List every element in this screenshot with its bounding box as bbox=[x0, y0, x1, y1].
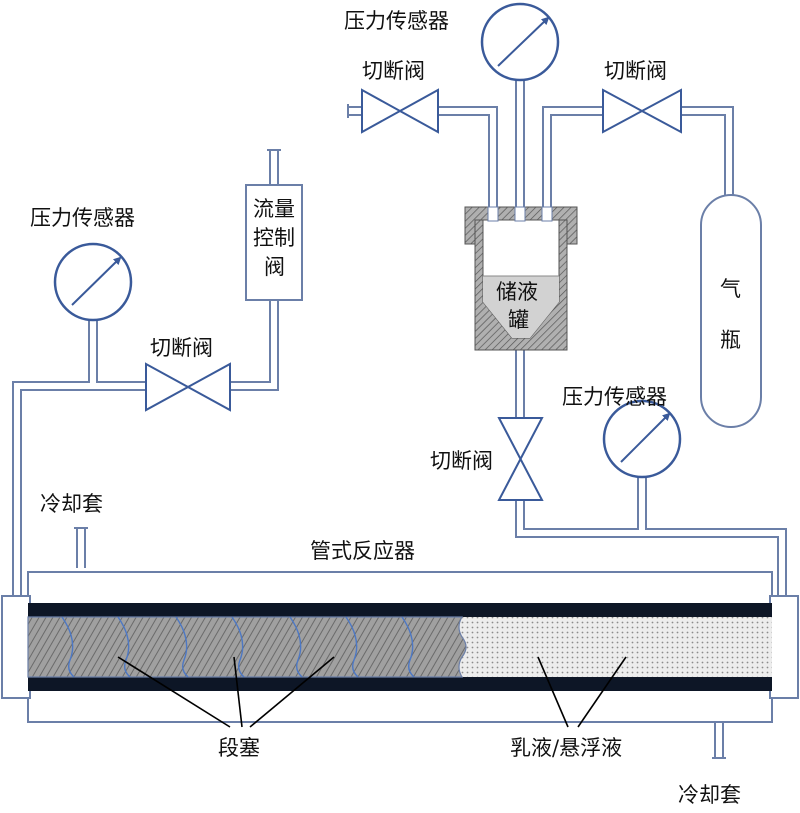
tank-lid-stub bbox=[514, 206, 526, 222]
storage-tank bbox=[464, 206, 578, 351]
flow-control-valve bbox=[245, 184, 303, 301]
reactor-end-cap-left bbox=[1, 595, 31, 699]
label-reactor: 管式反应器 bbox=[310, 539, 415, 563]
label-valve-middle: 切断阀 bbox=[430, 449, 493, 473]
label-tank-line-2: 罐 bbox=[508, 308, 529, 332]
tube-wall-bottom bbox=[28, 677, 772, 691]
label-valve-top-left: 切断阀 bbox=[362, 59, 425, 83]
valve-icon bbox=[497, 417, 544, 501]
label-gas-bottle-line-1: 气 bbox=[720, 277, 741, 301]
label-valve-left: 切断阀 bbox=[150, 336, 213, 360]
label-tank-line-1: 储液 bbox=[496, 280, 538, 304]
valve-icon bbox=[361, 88, 439, 134]
gauge-icon bbox=[480, 2, 560, 82]
label-pressure-sensor-left: 压力传感器 bbox=[30, 206, 135, 230]
gas-bottle bbox=[700, 194, 762, 428]
tubular-reactor bbox=[1, 571, 799, 723]
label-flow-valve-line-3: 阀 bbox=[264, 255, 285, 279]
label-flow-valve-line-1: 流量 bbox=[253, 197, 295, 221]
gauge-icon bbox=[602, 399, 682, 479]
pipework-inner bbox=[14, 80, 785, 758]
valve-icon bbox=[602, 88, 682, 134]
gauge-icon bbox=[53, 242, 133, 322]
leader-lines bbox=[117, 656, 627, 728]
tank-liquid bbox=[483, 276, 559, 338]
valve-icon bbox=[145, 362, 231, 412]
slug-boundaries bbox=[61, 616, 415, 678]
tube-wall-top bbox=[28, 603, 772, 617]
label-pressure-sensor-top: 压力传感器 bbox=[344, 9, 449, 33]
slug-region bbox=[27, 616, 467, 678]
label-valve-top-right: 切断阀 bbox=[604, 59, 667, 83]
label-cooling-jacket-right: 冷却套 bbox=[678, 783, 741, 807]
label-gas-bottle-line-2: 瓶 bbox=[720, 328, 741, 352]
tank-lid-stub bbox=[541, 206, 553, 222]
label-flow-valve-line-2: 控制 bbox=[253, 226, 295, 250]
reactor-end-cap-right bbox=[769, 595, 799, 699]
tank-lid-stub bbox=[487, 206, 499, 222]
label-cooling-jacket-left: 冷却套 bbox=[40, 492, 103, 516]
label-emulsion: 乳液/悬浮液 bbox=[510, 736, 622, 760]
label-pressure-sensor-right: 压力传感器 bbox=[562, 385, 667, 409]
label-slug: 段塞 bbox=[218, 736, 260, 760]
